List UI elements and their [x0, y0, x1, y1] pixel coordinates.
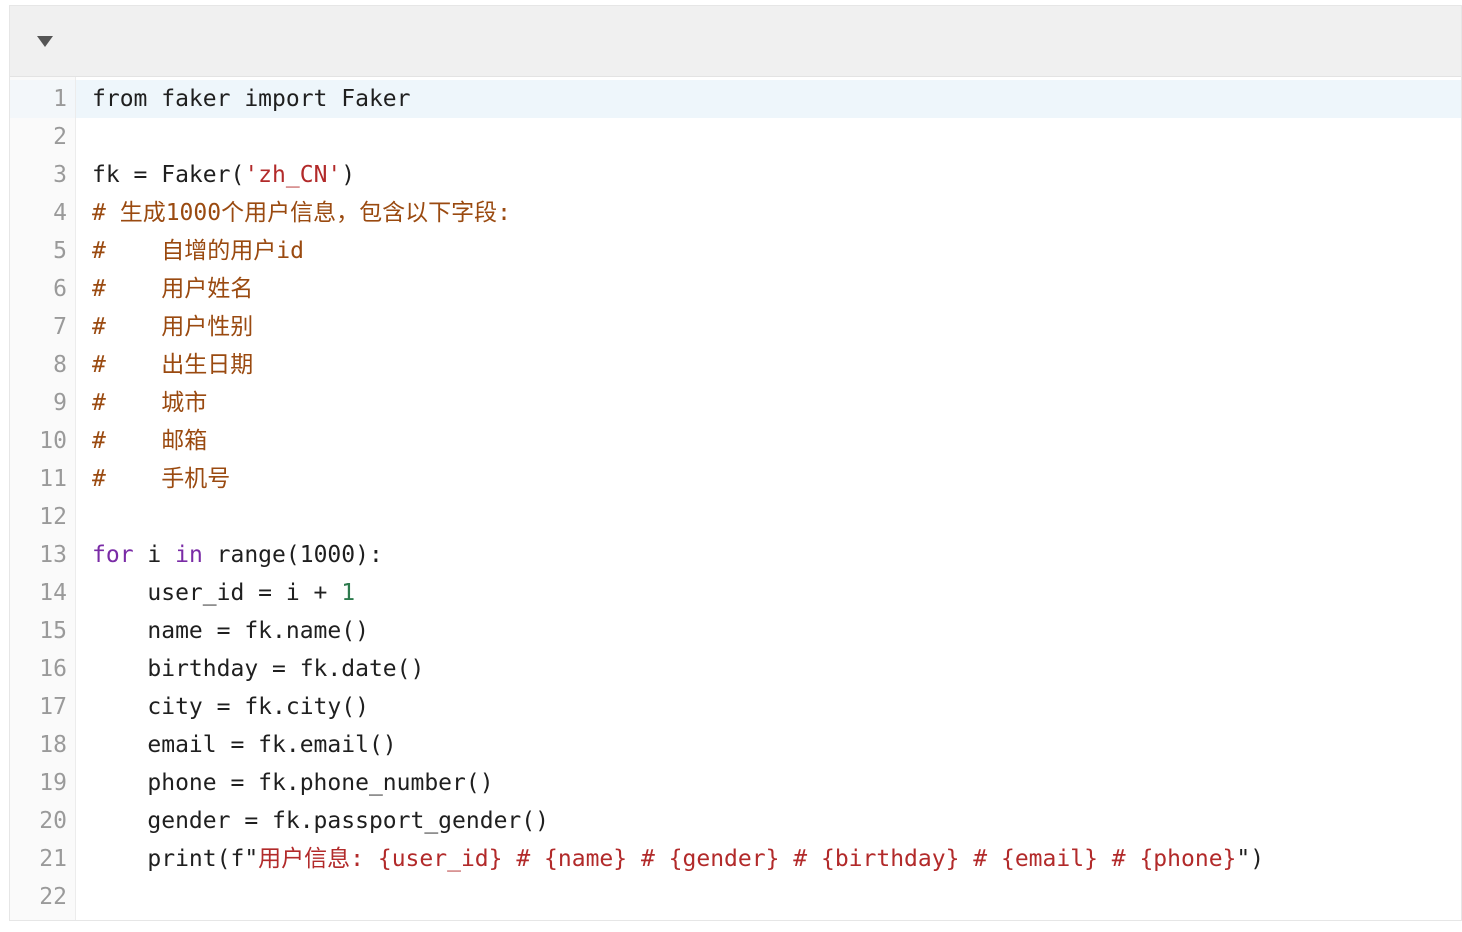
code-token: 1: [341, 580, 356, 606]
line-number: 7: [53, 314, 67, 340]
code-line[interactable]: # 用户姓名: [76, 270, 1461, 308]
line-number: 1: [53, 86, 67, 112]
code-line[interactable]: name = fk.name(): [76, 612, 1461, 650]
code-token: # 用户姓名: [92, 276, 254, 302]
code-token: range(1000):: [202, 542, 383, 568]
code-token: for: [92, 542, 134, 568]
code-token: city = fk.city(): [92, 694, 369, 720]
code-line[interactable]: print(f"用户信息: {user_id} # {name} # {gend…: [76, 840, 1461, 878]
code-token: ): [341, 162, 356, 188]
code-line[interactable]: [76, 498, 1461, 536]
line-number: 18: [39, 732, 67, 758]
code-token: # 自增的用户id: [92, 238, 304, 264]
code-line[interactable]: for i in range(1000):: [76, 536, 1461, 574]
code-token: # 手机号: [92, 466, 231, 492]
code-line[interactable]: city = fk.city(): [76, 688, 1461, 726]
code-token: birthday = fk.date(): [92, 656, 425, 682]
caret-down-icon[interactable]: [34, 30, 56, 52]
code-token: 用户信息: {user_id} # {name} # {gender} # {b…: [258, 846, 1237, 872]
code-token: in: [175, 542, 203, 568]
code-token: user_id = i +: [92, 580, 342, 606]
line-number: 5: [53, 238, 67, 264]
line-number: 2: [53, 124, 67, 150]
code-token: # 用户性别: [92, 314, 254, 340]
line-number: 20: [39, 808, 67, 834]
line-number: 16: [39, 656, 67, 682]
line-number: 12: [39, 504, 67, 530]
line-number: 6: [53, 276, 67, 302]
code-token: 'zh_CN': [244, 162, 342, 188]
code-line[interactable]: birthday = fk.date(): [76, 650, 1461, 688]
code-line[interactable]: from faker import Faker: [76, 80, 1461, 118]
line-number: 4: [53, 200, 67, 226]
line-number: 17: [39, 694, 67, 720]
line-number: 9: [53, 390, 67, 416]
code-line[interactable]: gender = fk.passport_gender(): [76, 802, 1461, 840]
code-line[interactable]: phone = fk.phone_number(): [76, 764, 1461, 802]
code-token: # 出生日期: [92, 352, 254, 378]
code-line[interactable]: # 用户性别: [76, 308, 1461, 346]
code-token: i: [133, 542, 176, 568]
code-line[interactable]: [76, 118, 1461, 156]
code-line[interactable]: # 自增的用户id: [76, 232, 1461, 270]
line-number: 11: [39, 466, 67, 492]
code-line[interactable]: user_id = i + 1: [76, 574, 1461, 612]
code-token: email = fk.email(): [92, 732, 397, 758]
line-number: 10: [39, 428, 67, 454]
code-token: phone = fk.phone_number(): [92, 770, 494, 796]
code-token: name = fk.name(): [92, 618, 369, 644]
code-token: from faker import Faker: [92, 86, 411, 112]
code-token: # 邮箱: [92, 428, 208, 454]
code-content[interactable]: from faker import Faker fk = Faker('zh_CN…: [76, 77, 1461, 920]
line-number: 3: [53, 162, 67, 188]
active-line-gutter-highlight: [10, 80, 75, 118]
code-line[interactable]: # 手机号: [76, 460, 1461, 498]
code-token: gender = fk.passport_gender(): [92, 808, 549, 834]
line-number: 13: [39, 542, 67, 568]
line-number: 8: [53, 352, 67, 378]
line-number: 22: [39, 884, 67, 910]
line-number: 14: [39, 580, 67, 606]
code-line[interactable]: fk = Faker('zh_CN'): [76, 156, 1461, 194]
code-line[interactable]: [76, 878, 1461, 916]
code-token: # 城市: [92, 390, 208, 416]
code-line[interactable]: # 邮箱: [76, 422, 1461, 460]
code-line[interactable]: # 城市: [76, 384, 1461, 422]
code-line[interactable]: # 生成1000个用户信息，包含以下字段:: [76, 194, 1461, 232]
code-line[interactable]: email = fk.email(): [76, 726, 1461, 764]
line-number: 15: [39, 618, 67, 644]
line-number: 19: [39, 770, 67, 796]
code-block-toolbar: [10, 6, 1461, 77]
code-token: print(f": [92, 846, 259, 872]
code-line[interactable]: # 出生日期: [76, 346, 1461, 384]
code-token: fk = Faker(: [92, 162, 245, 188]
line-number: 21: [39, 846, 67, 872]
code-token: # 生成1000个用户信息，包含以下字段:: [92, 200, 511, 226]
code-token: "): [1236, 846, 1265, 872]
